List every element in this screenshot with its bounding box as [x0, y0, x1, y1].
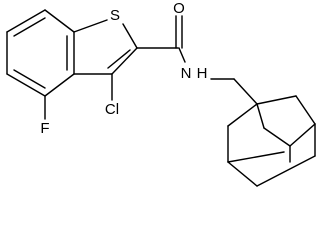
- bond: [178, 47, 186, 63]
- nitrogen-atom-label: N: [181, 65, 192, 82]
- thiophene-ring: [73, 19, 138, 75]
- bond: [233, 78, 258, 105]
- double-bond-inner: [13, 69, 46, 89]
- chlorine-atom-label: Cl: [105, 101, 119, 118]
- benzene-ring: [6, 9, 75, 97]
- bond: [227, 161, 258, 187]
- bond: [73, 19, 108, 33]
- double-bond-inner: [107, 49, 131, 69]
- bond: [122, 23, 138, 49]
- bond: [6, 9, 46, 33]
- bond: [111, 47, 138, 75]
- bond: [44, 73, 75, 97]
- molecule-structure-diagram: S O N H F Cl: [6, 0, 316, 187]
- adamantane-cage: [227, 95, 316, 187]
- hydrogen-atom-label: H: [197, 65, 208, 82]
- oxygen-atom-label: O: [173, 0, 185, 17]
- bond: [227, 103, 258, 127]
- double-bond-inner: [13, 17, 46, 37]
- sulfur-atom-label: S: [110, 7, 120, 24]
- bond: [44, 9, 75, 33]
- bond: [6, 73, 46, 97]
- bond: [256, 103, 265, 129]
- fluorine-atom-label: F: [40, 120, 49, 137]
- amide-linker: [136, 15, 258, 105]
- bond: [256, 155, 316, 187]
- bond: [227, 151, 285, 163]
- bond: [295, 95, 316, 125]
- bond: [289, 123, 316, 147]
- bond: [256, 95, 297, 105]
- bond: [263, 127, 291, 147]
